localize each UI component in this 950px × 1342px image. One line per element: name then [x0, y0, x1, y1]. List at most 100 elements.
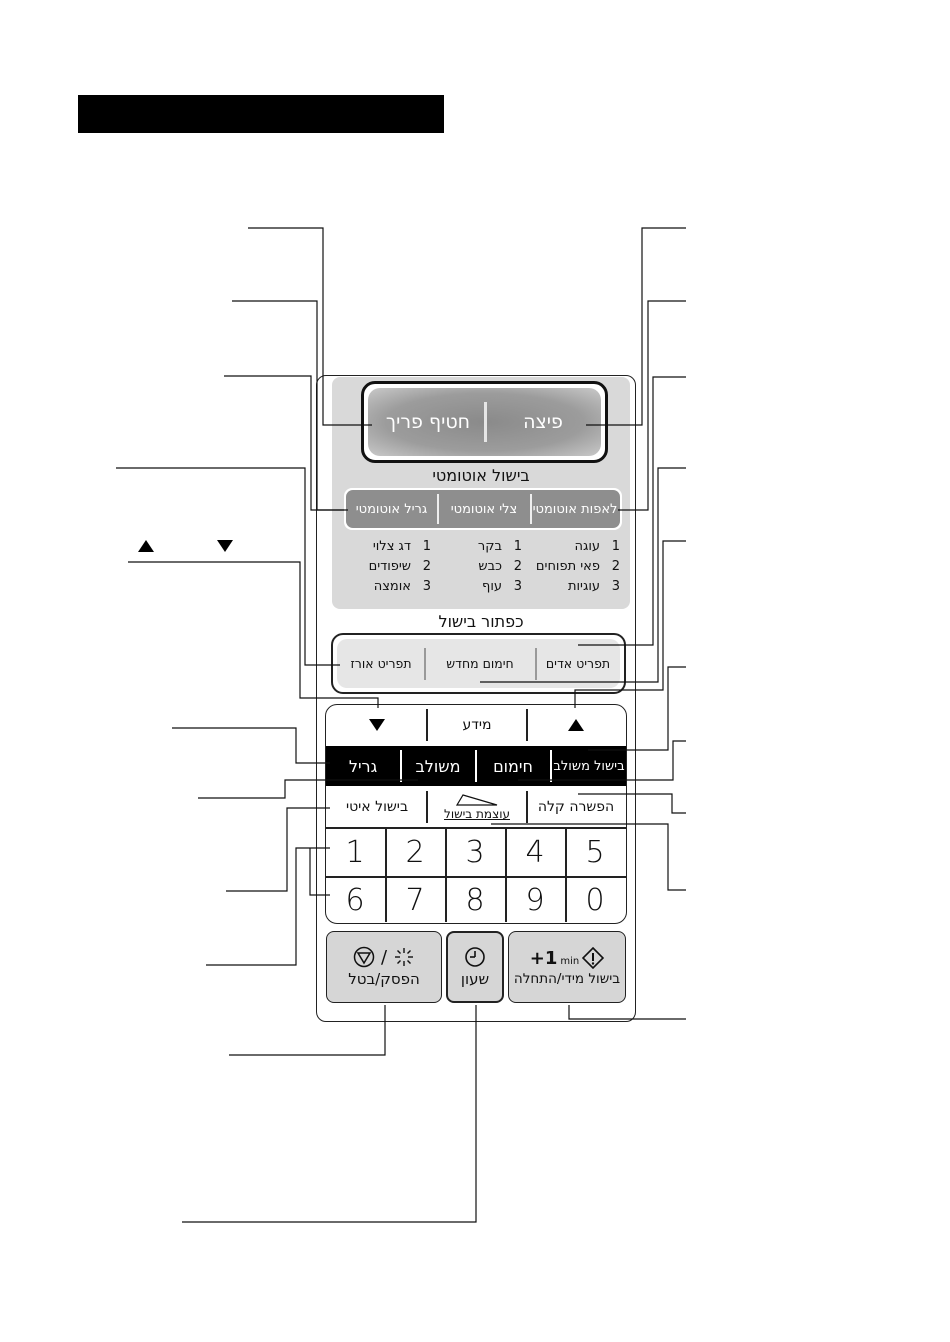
- divider: [326, 827, 626, 829]
- digit-key-3[interactable]: 3: [446, 830, 504, 874]
- menu-label: דג צלוי: [372, 539, 411, 554]
- reheat-label: חימום מחדש: [446, 656, 514, 671]
- menu-label: עוף: [482, 579, 502, 594]
- divider: [565, 827, 567, 922]
- instant-cook-start-button[interactable]: +1 min בישול מידי/התחלה: [508, 931, 626, 1003]
- digit-label: 2: [405, 834, 425, 870]
- digit-label: 5: [585, 834, 605, 870]
- digit-label: 4: [525, 834, 545, 870]
- menu-num: 3: [513, 579, 522, 594]
- menu-label: כבש: [478, 559, 502, 574]
- menu-label: פאי תפוחים: [535, 559, 600, 574]
- combi-button[interactable]: משולב: [401, 746, 475, 786]
- legend-up-triangle: [138, 537, 154, 556]
- digit-key-8[interactable]: 8: [446, 878, 504, 922]
- list-item: 3 עוף: [440, 577, 522, 597]
- digit-key-2[interactable]: 2: [386, 830, 444, 874]
- steam-menu-label: תפריט אדים: [545, 656, 611, 671]
- digit-key-4[interactable]: 4: [506, 830, 564, 874]
- auto-bake-button[interactable]: לאפות אוטומטי: [530, 490, 620, 528]
- digit-label: 0: [585, 882, 605, 918]
- divider: [445, 827, 447, 922]
- plate-section-title: כפתור בישול: [438, 612, 524, 631]
- auto-grill-button[interactable]: גריל אוטומטי: [346, 490, 437, 528]
- divider: [526, 709, 528, 741]
- digit-label: 9: [525, 882, 545, 918]
- pizza-label: פיצה: [523, 411, 563, 433]
- info-label: מידע: [462, 717, 492, 733]
- rice-menu-label: תפריט אורז: [350, 656, 412, 671]
- legend-down-triangle: [217, 537, 233, 556]
- quick-defrost-label: הפשרה קלה: [537, 799, 615, 815]
- menu-label: בקר: [477, 539, 502, 554]
- digit-key-9[interactable]: 9: [506, 878, 564, 922]
- digit-key-5[interactable]: 5: [566, 830, 624, 874]
- triangle-down-icon: [369, 719, 385, 731]
- clock-label: שעון: [460, 970, 490, 988]
- auto-roast-button[interactable]: צלי אוטומטי: [438, 490, 530, 528]
- menu-num: 3: [422, 579, 431, 594]
- menu-label: עוגה: [574, 539, 600, 554]
- heat-label: חימום: [493, 756, 533, 776]
- auto-bake-label: לאפות אוטומטי: [532, 501, 618, 517]
- combi-label: משולב: [415, 756, 461, 776]
- digit-key-0[interactable]: 0: [566, 878, 624, 922]
- stop-icon: [353, 946, 375, 968]
- auto-divider: [530, 494, 532, 524]
- divider: [385, 827, 387, 922]
- start-label: בישול מידי/התחלה: [513, 971, 621, 987]
- power-ramp-icon: [455, 794, 498, 806]
- divider: [426, 709, 428, 741]
- info-button[interactable]: מידע: [428, 705, 526, 745]
- divider: [426, 791, 428, 823]
- divider: [400, 750, 402, 782]
- power-level-label: עוצמת בישול: [444, 807, 510, 821]
- clock-icon: [465, 947, 485, 967]
- stop-cancel-button[interactable]: / הפסק/בטל: [326, 931, 442, 1003]
- power-level-button[interactable]: עוצמת בישול: [428, 787, 526, 827]
- reheat-button[interactable]: חימום מחדש: [425, 639, 535, 688]
- digit-label: 7: [405, 882, 425, 918]
- stop-icons: /: [353, 946, 415, 968]
- combi-cook-label: בישול משולב: [553, 758, 625, 774]
- eco-sparkle-icon: [395, 948, 414, 966]
- plus-one-label: +1: [529, 947, 558, 969]
- slow-cook-button[interactable]: בישול איטי: [328, 787, 426, 827]
- up-button[interactable]: [528, 705, 624, 745]
- digit-key-6[interactable]: 6: [326, 878, 384, 922]
- menu-label: עוגיות: [567, 579, 600, 594]
- divider: [505, 827, 507, 922]
- crisp-snack-button[interactable]: חטיף פריך: [372, 388, 484, 456]
- digit-key-1[interactable]: 1: [326, 830, 384, 874]
- plate-divider: [535, 648, 537, 680]
- grill-button[interactable]: גריל: [326, 746, 400, 786]
- clock-button[interactable]: שעון: [446, 931, 504, 1003]
- start-icons: +1 min: [529, 947, 605, 969]
- combi-cook-button[interactable]: בישול משולב: [552, 746, 626, 786]
- quick-defrost-button[interactable]: הפשרה קלה: [528, 787, 624, 827]
- digit-label: 3: [465, 834, 485, 870]
- digit-label: 6: [345, 882, 365, 918]
- pizza-button[interactable]: פיצה: [488, 388, 598, 456]
- divider: [326, 876, 626, 878]
- start-diamond-icon: [582, 947, 605, 969]
- auto-grill-label: גריל אוטומטי: [355, 501, 428, 517]
- down-button[interactable]: [328, 705, 426, 745]
- grill-label: גריל: [348, 756, 378, 776]
- rice-menu-button[interactable]: תפריט אורז: [338, 639, 424, 688]
- quick-divider: [484, 402, 487, 442]
- digit-key-7[interactable]: 7: [386, 878, 444, 922]
- heat-button[interactable]: חימום: [476, 746, 550, 786]
- min-label: min: [560, 955, 580, 967]
- steam-menu-button[interactable]: תפריט אדים: [536, 639, 620, 688]
- menu-num: 2: [422, 559, 431, 574]
- slow-cook-label: בישול איטי: [345, 799, 409, 815]
